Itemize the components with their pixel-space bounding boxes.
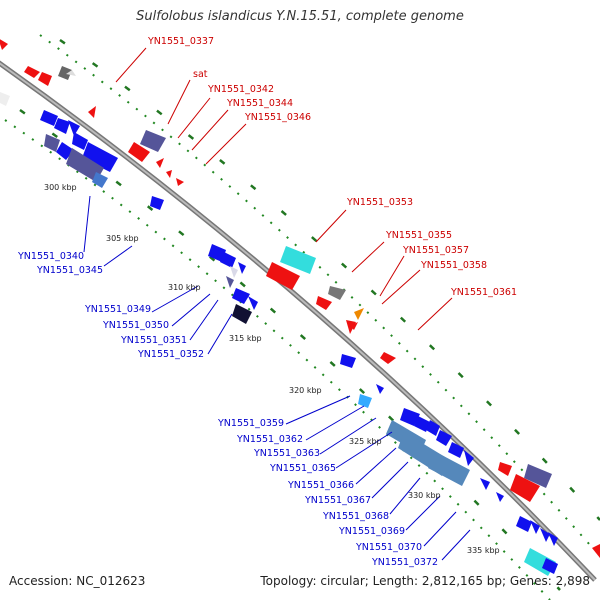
kbp-label: 300 kbp	[44, 183, 77, 192]
gene-label[interactable]: YN1551_0342	[207, 84, 274, 95]
gene-label[interactable]: YN1551_0362	[236, 434, 303, 445]
kbp-labels: 300 kbp 305 kbp 310 kbp 315 kbp 320 kbp …	[44, 183, 500, 555]
gene-label[interactable]: YN1551_0363	[253, 448, 320, 459]
forward-genes[interactable]	[0, 38, 600, 558]
gene-label[interactable]: YN1551_0353	[346, 197, 413, 208]
gene-label[interactable]: YN1551_0344	[226, 98, 293, 109]
gene-label[interactable]: YN1551_0361	[450, 287, 517, 298]
topology-text: Topology: circular; Length: 2,812,165 bp…	[260, 574, 590, 588]
forward-gene-labels: YN1551_0337 sat YN1551_0342 YN1551_0344 …	[147, 36, 517, 298]
kbp-label: 310 kbp	[168, 283, 201, 292]
gene-label[interactable]: YN1551_0358	[420, 260, 487, 271]
reverse-leaders	[83, 195, 471, 561]
map-title: Sulfolobus islandicus Y.N.15.51, complet…	[136, 9, 464, 24]
gene-label[interactable]: YN1551_0350	[102, 320, 169, 331]
kbp-label: 315 kbp	[229, 334, 262, 343]
gene-label[interactable]: YN1551_0370	[355, 542, 422, 553]
gene-label[interactable]: YN1551_0357	[402, 245, 469, 256]
gene-label[interactable]: YN1551_0365	[269, 463, 336, 474]
kbp-label: 320 kbp	[289, 386, 322, 395]
gc-track-outer	[39, 34, 591, 546]
gc-track-inner	[4, 119, 551, 600]
gene-label[interactable]: YN1551_0366	[287, 480, 354, 491]
kbp-label: 305 kbp	[106, 234, 139, 243]
backbone-circle	[0, 60, 597, 582]
gene-label[interactable]: sat	[193, 69, 208, 80]
gene-label[interactable]: YN1551_0369	[338, 526, 405, 537]
reverse-gene-labels: YN1551_0340 YN1551_0345 YN1551_0349 YN15…	[17, 251, 438, 568]
gene-label[interactable]: YN1551_0351	[120, 335, 187, 346]
gene-label[interactable]: YN1551_0355	[385, 230, 452, 241]
kbp-label: 325 kbp	[349, 437, 382, 446]
gene-label[interactable]: YN1551_0349	[84, 304, 151, 315]
gene-label[interactable]: YN1551_0352	[137, 349, 204, 360]
gene-label[interactable]: YN1551_0367	[304, 495, 371, 506]
gene-label[interactable]: YN1551_0368	[322, 511, 389, 522]
reverse-genes[interactable]	[0, 92, 558, 576]
gene-label[interactable]: YN1551_0359	[217, 418, 284, 429]
accession-text: Accession: NC_012623	[9, 574, 146, 588]
gene-label[interactable]: YN1551_0372	[371, 557, 438, 568]
kbp-label: 335 kbp	[467, 546, 500, 555]
gene-label[interactable]: YN1551_0340	[17, 251, 84, 262]
forward-leaders	[115, 47, 453, 331]
gene-label[interactable]: YN1551_0346	[244, 112, 311, 123]
kbp-label: 330 kbp	[408, 491, 441, 500]
gene-label[interactable]: YN1551_0337	[147, 36, 214, 47]
gene-label[interactable]: YN1551_0345	[36, 265, 103, 276]
